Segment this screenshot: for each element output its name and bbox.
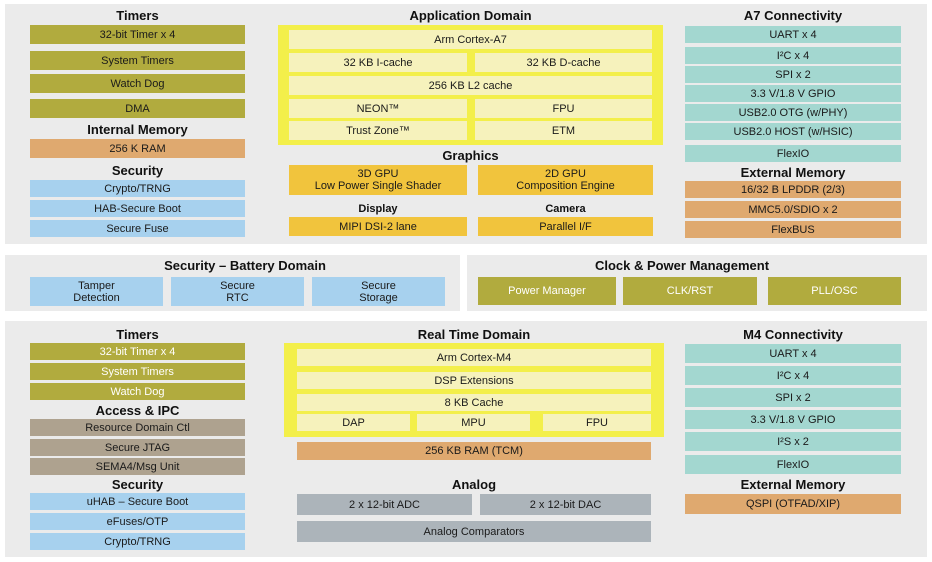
gpu-2d: 2D GPU Composition Engine: [478, 165, 653, 195]
mmc-sdio: MMC5.0/SDIO x 2: [685, 201, 901, 218]
neon: NEON™: [289, 99, 467, 118]
flexbus: FlexBUS: [685, 221, 901, 238]
tamper-line2: Detection: [73, 291, 120, 304]
clock-power-title: Clock & Power Management: [594, 258, 770, 273]
rtc-line2: RTC: [226, 291, 249, 304]
mpu: MPU: [417, 414, 530, 431]
gpu-3d-line2: Low Power Single Shader: [314, 180, 442, 192]
app-domain-title: Application Domain: [409, 8, 532, 23]
display-title: Display: [358, 203, 398, 215]
m4-i2c: I²C x 4: [685, 366, 901, 385]
m4-uart: UART x 4: [685, 344, 901, 363]
a7-flexio: FlexIO: [685, 145, 901, 162]
trust-zone: Trust Zone™: [289, 121, 467, 140]
tamper-line1: Tamper: [78, 279, 115, 292]
m4-flexio: FlexIO: [685, 455, 901, 474]
a7-connectivity-title: A7 Connectivity: [743, 8, 843, 23]
rt-crypto-trng: Crypto/TRNG: [30, 533, 245, 550]
rt-system-timers: System Timers: [30, 363, 245, 380]
qspi: QSPI (OTFAD/XIP): [685, 494, 901, 514]
tamper-detection: Tamper Detection: [30, 277, 163, 306]
rt-security-title: Security: [111, 477, 164, 492]
pll-osc: PLL/OSC: [768, 277, 901, 305]
icache: 32 KB I-cache: [289, 53, 467, 72]
mipi-dsi: MIPI DSI-2 lane: [289, 217, 467, 236]
l2-cache: 256 KB L2 cache: [289, 76, 652, 95]
dcache: 32 KB D-cache: [475, 53, 652, 72]
timer-32bit: 32-bit Timer x 4: [30, 25, 245, 44]
adc: 2 x 12-bit ADC: [297, 494, 472, 515]
battery-domain-title: Security – Battery Domain: [164, 258, 326, 273]
gpu-3d: 3D GPU Low Power Single Shader: [289, 165, 467, 195]
rtc-line1: Secure: [220, 279, 255, 292]
a7-spi: SPI x 2: [685, 66, 901, 83]
internal-memory-title: Internal Memory: [87, 122, 188, 137]
m4-i2s: I²S x 2: [685, 432, 901, 451]
power-manager: Power Manager: [478, 277, 616, 305]
dsp-extensions: DSP Extensions: [297, 372, 651, 389]
analog-comparators: Analog Comparators: [297, 521, 651, 542]
secure-rtc: Secure RTC: [171, 277, 304, 306]
hab-secure-boot: HAB-Secure Boot: [30, 200, 245, 217]
clk-rst: CLK/RST: [623, 277, 757, 305]
a7-uart: UART x 4: [685, 26, 901, 43]
rt-timer-32bit: 32-bit Timer x 4: [30, 343, 245, 360]
m4-connectivity-title: M4 Connectivity: [743, 327, 843, 342]
dap: DAP: [297, 414, 410, 431]
dac: 2 x 12-bit DAC: [480, 494, 651, 515]
usb-host: USB2.0 HOST (w/HSIC): [685, 123, 901, 140]
analog-title: Analog: [451, 477, 497, 492]
arm-cortex-a7: Arm Cortex-A7: [289, 30, 652, 49]
secure-jtag: Secure JTAG: [30, 439, 245, 456]
rt-domain-title: Real Time Domain: [417, 327, 531, 342]
uhab-secure-boot: uHAB – Secure Boot: [30, 493, 245, 510]
a7-i2c: I²C x 4: [685, 47, 901, 64]
gpu-2d-line1: 2D GPU: [545, 168, 586, 180]
system-timers: System Timers: [30, 51, 245, 70]
m4-spi: SPI x 2: [685, 388, 901, 407]
etm: ETM: [475, 121, 652, 140]
parallel-if: Parallel I/F: [478, 217, 653, 236]
camera-title: Camera: [545, 203, 586, 215]
rt-watch-dog: Watch Dog: [30, 383, 245, 400]
watch-dog: Watch Dog: [30, 74, 245, 93]
tcm-ram: 256 KB RAM (TCM): [297, 442, 651, 460]
graphics-title: Graphics: [442, 148, 499, 163]
security-title: Security: [111, 163, 164, 178]
m4-external-memory-title: External Memory: [740, 477, 846, 492]
external-memory-title: External Memory: [740, 165, 846, 180]
secure-fuse: Secure Fuse: [30, 220, 245, 237]
usb-otg: USB2.0 OTG (w/PHY): [685, 104, 901, 121]
rt-timers-title: Timers: [116, 327, 159, 342]
internal-ram: 256 K RAM: [30, 139, 245, 158]
access-ipc-title: Access & IPC: [95, 403, 180, 418]
timers-title: Timers: [116, 8, 159, 23]
secure-storage: Secure Storage: [312, 277, 445, 306]
efuses-otp: eFuses/OTP: [30, 513, 245, 530]
resource-domain-ctl: Resource Domain Ctl: [30, 419, 245, 436]
gpu-2d-line2: Composition Engine: [516, 180, 615, 192]
storage-line1: Secure: [361, 279, 396, 292]
lpddr: 16/32 B LPDDR (2/3): [685, 181, 901, 198]
arm-cortex-m4: Arm Cortex-M4: [297, 349, 651, 366]
storage-line2: Storage: [359, 291, 398, 304]
sema4-msg-unit: SEMA4/Msg Unit: [30, 458, 245, 475]
m4-gpio: 3.3 V/1.8 V GPIO: [685, 410, 901, 429]
crypto-trng: Crypto/TRNG: [30, 180, 245, 197]
a7-gpio: 3.3 V/1.8 V GPIO: [685, 85, 901, 102]
dma: DMA: [30, 99, 245, 118]
m4-fpu: FPU: [543, 414, 651, 431]
a7-fpu: FPU: [475, 99, 652, 118]
m4-cache: 8 KB Cache: [297, 394, 651, 411]
gpu-3d-line1: 3D GPU: [357, 168, 399, 180]
